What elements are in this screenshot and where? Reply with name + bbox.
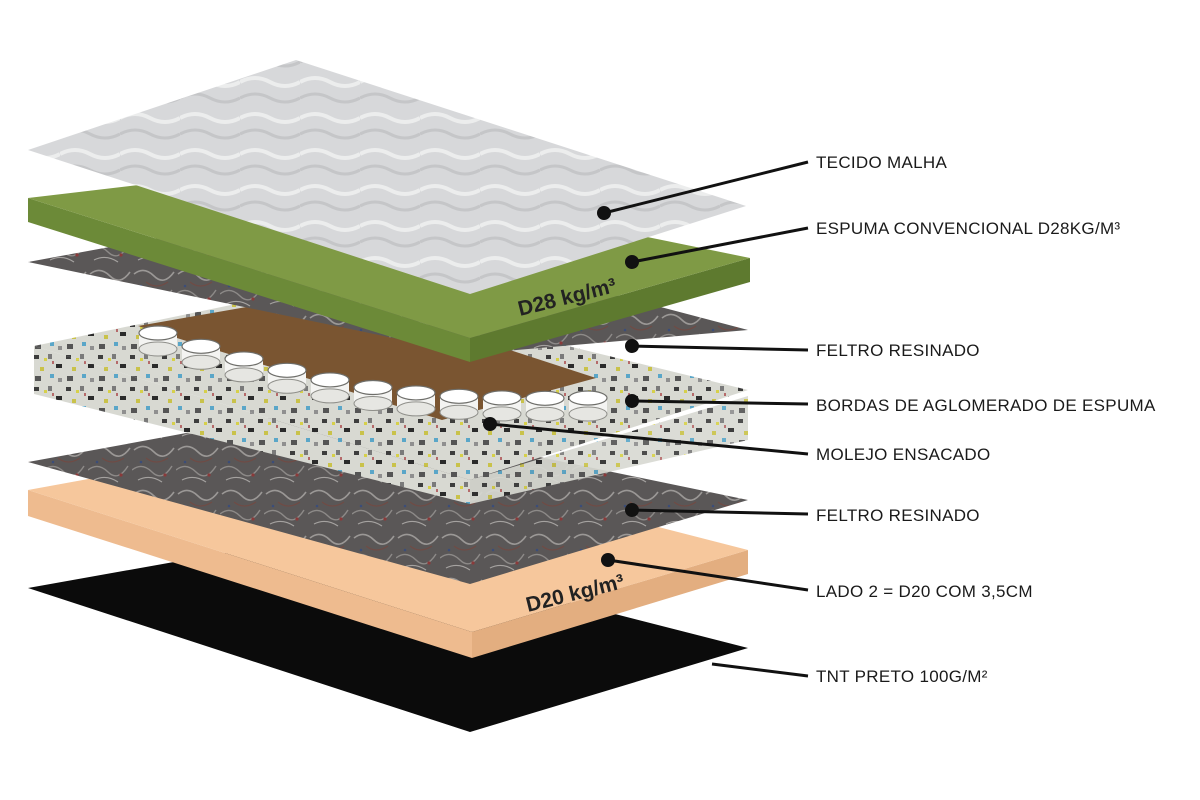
leader-dot-feltro-top: [625, 339, 639, 353]
label-lado-2: LADO 2 = D20 COM 3,5CM: [816, 582, 1033, 601]
pocket-springs: [138, 325, 608, 422]
pocket-spring: [138, 325, 178, 341]
label-tnt-preto: TNT PRETO 100G/M²: [816, 667, 988, 686]
spring-cavity: [138, 292, 596, 420]
label-feltro-resinado-top: FELTRO RESINADO: [816, 341, 980, 360]
leader-dot-tecido: [597, 206, 611, 220]
pocket-spring-base: [439, 404, 479, 420]
pocket-spring: [310, 372, 350, 388]
pocket-spring: [267, 362, 307, 378]
pocket-spring-base: [181, 354, 221, 370]
d28-foam-side-left: [28, 198, 470, 362]
leader-lines: [483, 160, 809, 678]
pocket-spring: [525, 390, 565, 406]
label-bordas-aglomerado: BORDAS DE AGLOMERADO DE ESPUMA: [816, 396, 1156, 415]
pocket-spring: [181, 338, 221, 354]
leader-dot-bordas: [625, 394, 639, 408]
pocket-spring-base: [525, 406, 565, 422]
knit-fabric-layer: [28, 60, 746, 294]
pocket-spring: [353, 379, 393, 396]
pocket-spring: [439, 388, 479, 404]
d20-foam-side-right: [472, 550, 748, 658]
pocket-spring-base: [138, 341, 178, 357]
pocket-spring-base: [310, 388, 350, 404]
pocket-spring: [568, 390, 608, 406]
label-molejo-ensacado: MOLEJO ENSACADO: [816, 445, 991, 464]
leader-dot-espuma: [625, 255, 639, 269]
pocket-spring-base: [396, 401, 436, 417]
leader-dot-lado2: [601, 553, 615, 567]
pocket-spring-base: [267, 378, 307, 394]
d20-foam-side-left: [28, 490, 472, 658]
pocket-spring-base: [482, 406, 522, 422]
pocket-spring-base: [353, 396, 393, 411]
pocket-spring: [224, 351, 264, 367]
leader-dot-molejo: [483, 417, 497, 431]
leader-dot-feltro-bottom: [625, 503, 639, 517]
d28-foam-side-right: [470, 258, 750, 362]
agglomerate-border-side-right: [470, 396, 748, 504]
pocket-spring-base: [568, 406, 608, 422]
bottom-felt-layer: [28, 410, 748, 584]
tnt-layer: [28, 537, 748, 732]
pocket-spring: [396, 385, 436, 401]
label-tecido-malha: TECIDO MALHA: [816, 153, 947, 172]
label-espuma-convencional: ESPUMA CONVENCIONAL D28KG/M³: [816, 219, 1120, 238]
agglomerate-border-side-left: [34, 346, 470, 504]
pocket-spring: [482, 390, 522, 406]
pocket-spring-base: [224, 367, 264, 383]
label-feltro-resinado-bottom: FELTRO RESINADO: [816, 506, 980, 525]
